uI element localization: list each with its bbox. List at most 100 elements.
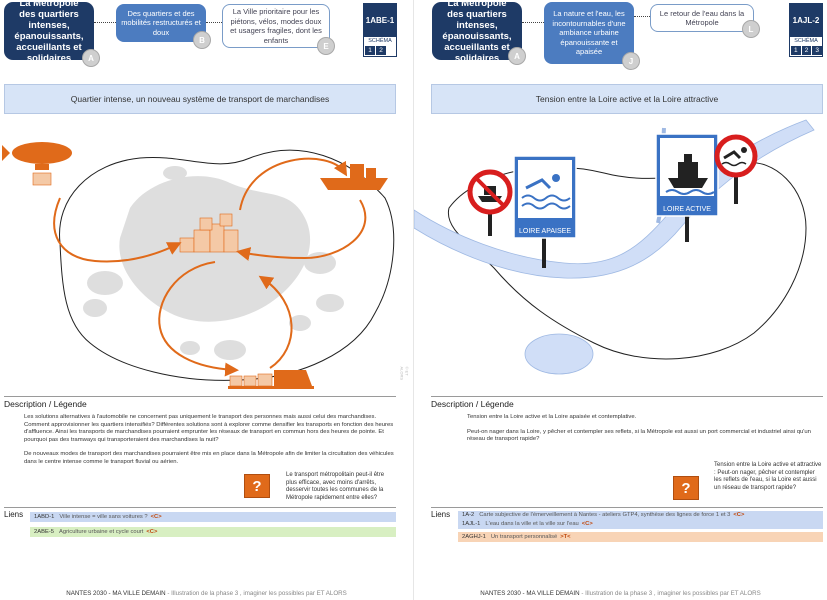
header-connector xyxy=(94,22,116,23)
header-light-text: La Ville prioritaire pour les piétons, v… xyxy=(230,7,322,45)
schema-num-1[interactable]: 1 xyxy=(791,46,801,55)
sheet-divider xyxy=(413,0,414,600)
metropole-outline xyxy=(59,149,395,381)
footer: NANTES 2030 - MA VILLE DEMAIN - Illustra… xyxy=(414,590,827,597)
footer-title: NANTES 2030 - MA VILLE DEMAIN xyxy=(66,590,166,597)
link-text: L'eau dans la ville et la ville sur l'ea… xyxy=(485,521,579,527)
description-rule xyxy=(431,396,823,397)
description-text: Tension entre la Loire active et la Loir… xyxy=(467,414,817,451)
footer-subtitle: - Illustration de la phase 3 , imaginer … xyxy=(165,590,347,597)
cargo-train-icon xyxy=(228,370,314,389)
header-mid-letter: B xyxy=(193,31,211,49)
description-rule xyxy=(4,396,396,397)
question-icon[interactable]: ? xyxy=(244,474,270,498)
link-text: Un transport personnalisé xyxy=(490,534,558,540)
boat-flow-arrow xyxy=(236,199,367,261)
link-row[interactable]: 1ABD-1 Ville intense = ville sans voiture… xyxy=(30,512,396,522)
footer-subtitle: - Illustration de la phase 3 , imaginer … xyxy=(579,590,761,597)
footer: NANTES 2030 - MA VILLE DEMAIN - Illustra… xyxy=(0,590,413,597)
no-swimming-sign xyxy=(714,134,758,204)
cargo-ship-sign: LOIRE ACTIVE xyxy=(655,133,719,242)
header-mid-letter: J xyxy=(622,52,640,70)
description-paragraph: Tension entre la Loire active et la Loir… xyxy=(467,414,637,420)
link-tag: <C> xyxy=(150,514,162,520)
cargo-boat-icon xyxy=(320,164,388,190)
loop-top-arrow xyxy=(239,157,348,211)
header-main-box[interactable]: La Métropole des quartiers intenses, épa… xyxy=(4,0,94,64)
link-text: Agriculture urbaine et cycle court xyxy=(58,529,144,535)
schema-num-2[interactable]: 2 xyxy=(801,46,812,55)
link-row[interactable]: 1A-2 Carte subjective de l'émerveillement… xyxy=(458,511,823,520)
schema-title: Quartier intense, un nouveau système de … xyxy=(4,84,396,114)
schema-num-1[interactable]: 1 xyxy=(365,46,375,55)
link-tag: >T< xyxy=(560,534,571,540)
header-connector xyxy=(522,22,544,23)
header-main-text: La Métropole des quartiers intenses, épa… xyxy=(442,0,512,64)
description-title: Description / Légende xyxy=(431,399,514,409)
header-main-letter: A xyxy=(508,47,526,65)
header-mid-box[interactable]: La nature et l'eau, les incontournables … xyxy=(544,2,634,64)
link-code: 1A-2 xyxy=(462,512,475,518)
airship-icon xyxy=(2,142,72,186)
swimming-sign: LOIRE APAISEE xyxy=(513,155,577,268)
link-tag: <C> xyxy=(146,529,158,535)
description-title: Description / Légende xyxy=(4,399,87,409)
link-row[interactable]: 1AJL-1 L'eau dans la ville et la ville su… xyxy=(458,520,823,529)
schema-title: Tension entre la Loire active et la Loir… xyxy=(431,84,823,114)
airship-flow-arrow xyxy=(53,197,182,263)
sheet-left: La Métropole des quartiers intenses, épa… xyxy=(0,0,413,600)
links-rule xyxy=(431,507,823,508)
schema-code-box: 1AJL-2 SCHÉMA 1 2 3 xyxy=(789,3,823,57)
loire-diagram: LOIRE APAISEE LOIRE ACTIVE xyxy=(414,119,815,375)
schema-label: SCHÉMA xyxy=(368,38,392,44)
sign-label-apaisee: LOIRE APAISEE xyxy=(519,228,571,235)
links-rule xyxy=(4,507,396,508)
schema-num-3[interactable]: 3 xyxy=(812,46,823,55)
header-light-text: Le retour de l'eau dans la Métropole xyxy=(659,8,745,28)
question-icon[interactable]: ? xyxy=(673,476,699,500)
freight-diagram xyxy=(2,142,395,389)
link-text: Ville intense = ville sans voitures ? xyxy=(59,514,148,520)
link-tag: <C> xyxy=(733,512,745,518)
header-mid-box[interactable]: Des quartiers et des mobilités restructu… xyxy=(116,4,206,42)
schema-label: SCHÉMA xyxy=(794,38,818,44)
links-label: Liens xyxy=(4,510,24,519)
link-row[interactable]: 2AGHJ-1 Un transport personnalisé>T< xyxy=(458,532,823,542)
header-main-box[interactable]: La Métropole des quartiers intenses, épa… xyxy=(432,0,522,64)
footer-title: NANTES 2030 - MA VILLE DEMAIN xyxy=(480,590,580,597)
header-light-letter: E xyxy=(317,37,335,55)
header-mid-text: La nature et l'eau, les incontournables … xyxy=(552,9,626,57)
link-text: Carte subjective de l'émerveillement à N… xyxy=(479,512,731,518)
loop-right-arrow xyxy=(258,275,293,369)
header-connector xyxy=(206,22,222,23)
links-label: Liens xyxy=(431,510,451,519)
loop-bottom-arrow xyxy=(158,261,239,377)
question-text: Le transport métropolitain peut-il être … xyxy=(286,472,385,501)
schema-num-2[interactable]: 2 xyxy=(376,46,386,55)
header-main-letter: A xyxy=(82,49,100,67)
image-credit: © ET ALORS xyxy=(399,366,410,381)
description-paragraph: Peut-on nager dans la Loire, y pêcher et… xyxy=(467,428,811,443)
link-code: 1AJL-1 xyxy=(462,521,481,527)
header-light-box[interactable]: Le retour de l'eau dans la Métropole xyxy=(650,4,754,32)
header-connector xyxy=(634,16,650,17)
no-boat-sign xyxy=(467,169,513,236)
link-code: 2AGHJ-1 xyxy=(462,534,486,540)
description-paragraph: Les solutions alternatives à l'automobil… xyxy=(24,414,394,443)
link-tag: <C> xyxy=(581,521,593,527)
schema-code: 1ABE-1 xyxy=(364,4,396,37)
lake xyxy=(524,333,594,375)
header-light-letter: L xyxy=(742,20,760,38)
header-light-box[interactable]: La Ville prioritaire pour les piétons, v… xyxy=(222,4,330,48)
schema-code: 1AJL-2 xyxy=(790,4,822,37)
question-text: Tension entre la Loire active et attract… xyxy=(714,462,822,491)
freight-crates xyxy=(179,213,239,253)
description-paragraph: De nouveaux modes de transport des march… xyxy=(24,451,394,465)
header-main-text: La Métropole des quartiers intenses, épa… xyxy=(14,0,84,64)
link-code: 1ABD-1 xyxy=(34,514,55,520)
sheet-right: La Métropole des quartiers intenses, épa… xyxy=(414,0,827,600)
link-row[interactable]: 2ABE-5 Agriculture urbaine et cycle court… xyxy=(30,527,396,537)
metropole-outline xyxy=(447,161,807,360)
link-code: 2ABE-5 xyxy=(34,529,54,535)
description-text: Les solutions alternatives à l'automobil… xyxy=(24,414,396,474)
